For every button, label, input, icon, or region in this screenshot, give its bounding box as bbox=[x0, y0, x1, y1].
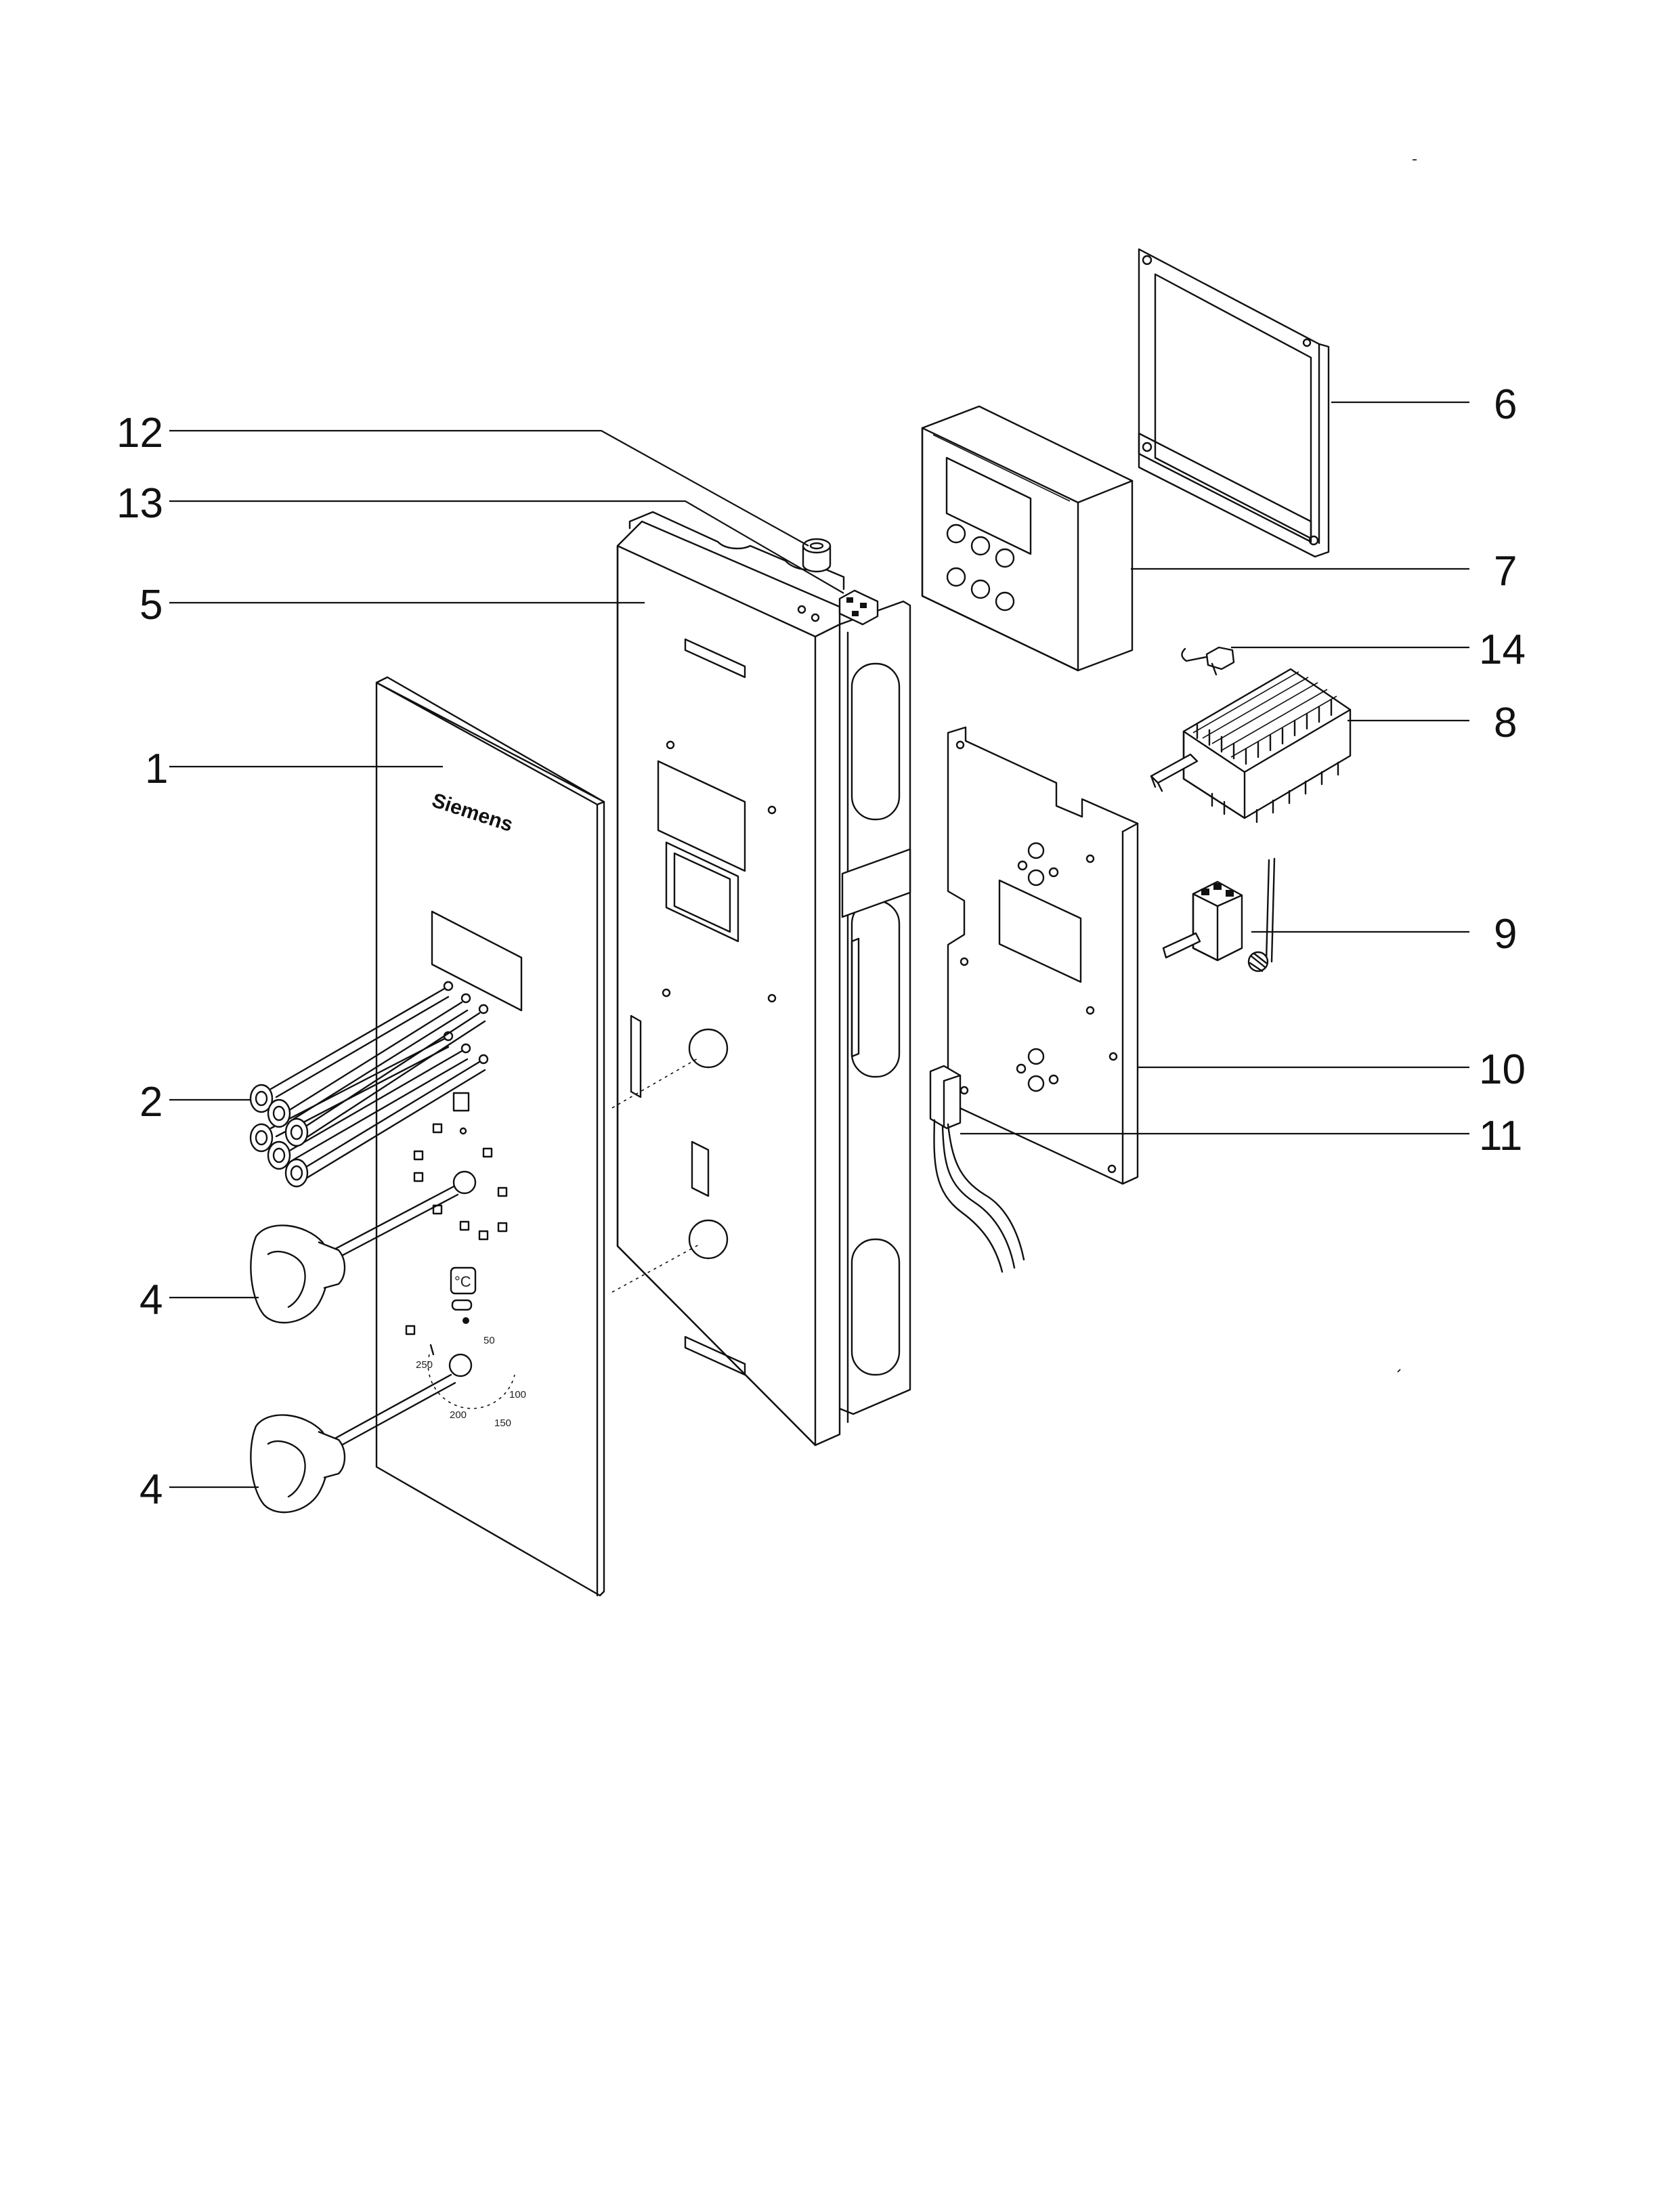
callout-1: 1 bbox=[145, 746, 168, 792]
callout-2: 2 bbox=[139, 1079, 163, 1126]
part-13-terminal-block bbox=[838, 589, 879, 626]
part-8-selector-switch bbox=[1150, 668, 1352, 824]
callout-8: 8 bbox=[1494, 700, 1517, 746]
callout-7: 7 bbox=[1494, 548, 1517, 595]
part-14-clip bbox=[1181, 646, 1235, 676]
part-11-cable-connector bbox=[929, 1065, 1025, 1273]
part-9-thermostat bbox=[1162, 857, 1276, 972]
callout-numbers: 12 13 5 1 2 4 4 6 7 14 8 9 10 11 bbox=[116, 381, 1526, 1513]
part-10-mounting-plate bbox=[947, 726, 1139, 1185]
leader-lines bbox=[169, 401, 1469, 1489]
part-5-housing bbox=[616, 511, 911, 1447]
part-6-mounting-frame bbox=[1138, 248, 1330, 558]
part-4-knob-lower bbox=[250, 1373, 456, 1514]
temp-scale-150: 150 bbox=[494, 1417, 511, 1429]
temp-scale-100: 100 bbox=[509, 1389, 526, 1400]
temp-scale-250: 250 bbox=[416, 1359, 433, 1371]
callout-13: 13 bbox=[116, 480, 163, 527]
callout-4-upper: 4 bbox=[139, 1277, 163, 1323]
callout-6: 6 bbox=[1494, 381, 1517, 428]
temp-scale-50: 50 bbox=[483, 1335, 495, 1346]
callout-11: 11 bbox=[1479, 1113, 1522, 1159]
callout-5: 5 bbox=[139, 582, 163, 628]
part-7-timer-module bbox=[921, 405, 1134, 672]
part-2-push-button-rods bbox=[249, 987, 486, 1188]
callout-9: 9 bbox=[1494, 911, 1517, 958]
callout-14: 14 bbox=[1479, 626, 1526, 673]
part-4-knob-upper bbox=[250, 1185, 459, 1324]
part-12-spacer-bush bbox=[802, 538, 832, 573]
callout-12: 12 bbox=[116, 410, 163, 456]
temperature-unit-symbol: °C bbox=[454, 1273, 471, 1290]
callout-4-lower: 4 bbox=[139, 1466, 163, 1513]
temp-scale-200: 200 bbox=[450, 1409, 467, 1421]
callout-10: 10 bbox=[1479, 1046, 1526, 1093]
part-1-control-panel: Siemens °C 250 50 100 150 200 bbox=[375, 676, 605, 1597]
